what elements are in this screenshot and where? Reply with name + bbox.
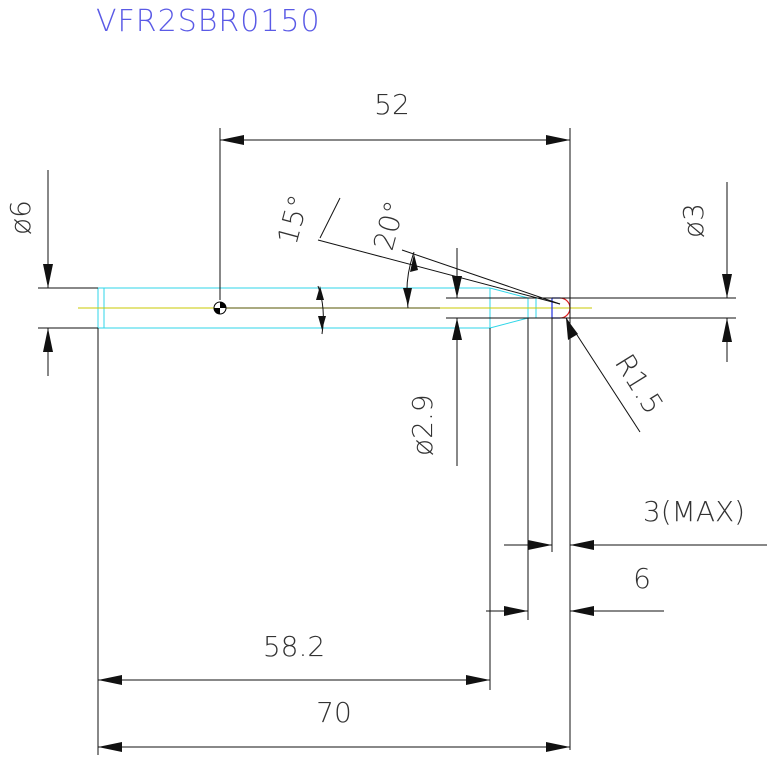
dimension-phi3	[446, 182, 736, 362]
dim-58-2-label: 58.2	[263, 630, 325, 663]
dim-52-label: 52	[374, 88, 410, 121]
dim-70-label: 70	[316, 696, 352, 729]
dim-angle-20-label: 20°	[367, 197, 412, 253]
reference-point	[213, 301, 227, 315]
dim-phi6-label: ø6	[4, 200, 37, 235]
dim-phi3-label: ø3	[677, 203, 710, 238]
dimension-3-max	[504, 318, 767, 552]
dim-r1-5-label: R1.5	[608, 348, 670, 420]
drawing-title: VFR2SBR0150	[96, 4, 321, 39]
dimension-52	[219, 128, 571, 750]
dimension-r1-5	[565, 317, 641, 433]
dim-6-label: 6	[633, 562, 651, 595]
dim-angle-15-label: 15°	[271, 191, 316, 247]
dimension-70	[98, 742, 570, 752]
dimension-6	[486, 318, 664, 620]
dimension-angle-20	[401, 249, 561, 309]
dimension-58-2	[97, 328, 491, 755]
dimension-angle-15	[316, 197, 561, 335]
dimension-phi2-9	[452, 248, 462, 466]
dimension-phi6	[38, 170, 98, 376]
dim-phi2-9-label: ø2.9	[406, 394, 439, 456]
dim-3-max-label: 3(MAX)	[643, 495, 745, 528]
